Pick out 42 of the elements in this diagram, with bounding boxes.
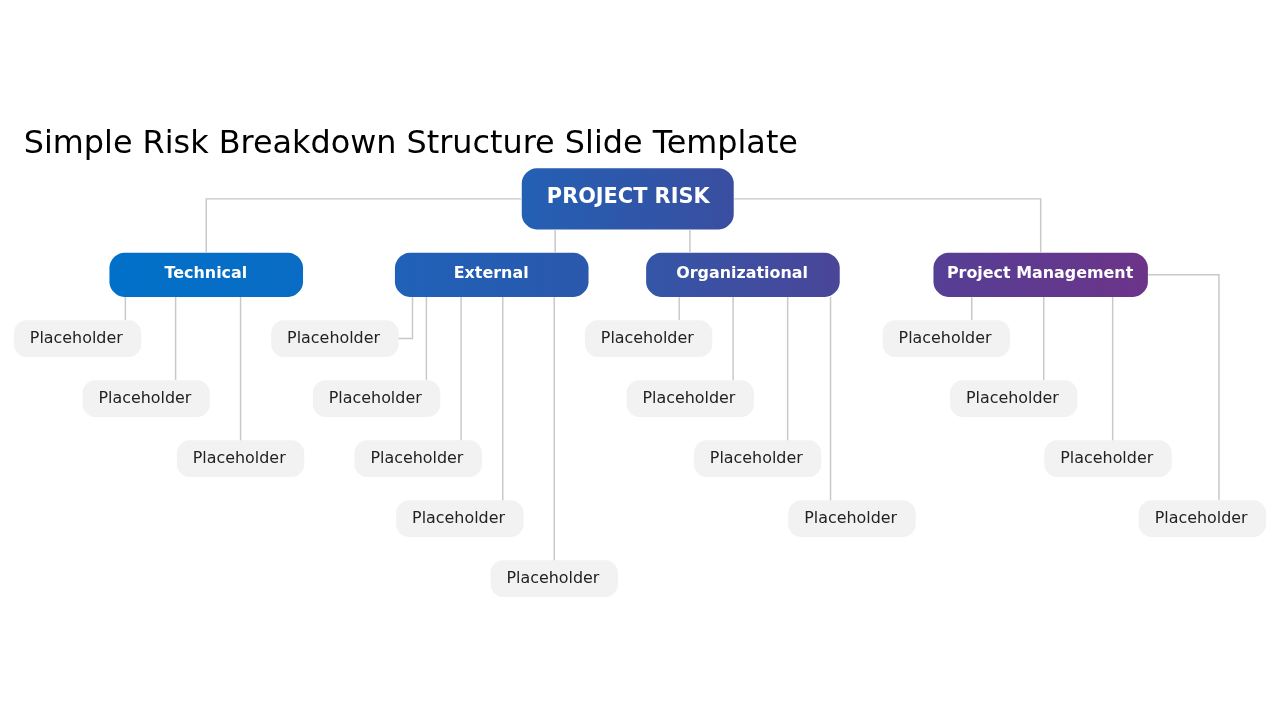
- connector: [733, 198, 1042, 254]
- node-box: Placeholder: [584, 320, 713, 357]
- connector: [239, 296, 242, 441]
- connector: [425, 296, 428, 381]
- node-box: External: [394, 252, 589, 297]
- node-box: Placeholder: [693, 440, 822, 477]
- node-box: Placeholder: [13, 320, 142, 357]
- connector: [502, 296, 504, 501]
- node-box: Placeholder: [312, 380, 441, 417]
- node-box: Placeholder: [271, 320, 399, 357]
- node-box: Organizational: [646, 252, 840, 297]
- connector: [397, 296, 414, 340]
- connector: [174, 296, 177, 381]
- connector: [460, 296, 462, 441]
- node-box: Placeholder: [950, 380, 1078, 417]
- connector: [553, 296, 555, 562]
- connector: [1147, 274, 1220, 501]
- connector: [829, 296, 832, 501]
- diagram-title: Simple Risk Breakdown Structure Slide Template: [23, 123, 798, 162]
- connector: [554, 229, 556, 254]
- node-box: PROJECT RISK: [521, 168, 734, 230]
- node-box: Placeholder: [490, 560, 618, 598]
- node-box: Technical: [109, 252, 304, 297]
- node-box: Placeholder: [396, 500, 524, 538]
- node-box: Placeholder: [788, 500, 916, 538]
- connector: [678, 296, 680, 321]
- node-box: Placeholder: [82, 380, 210, 417]
- connector: [971, 296, 973, 321]
- connector: [732, 296, 734, 381]
- node-box: Placeholder: [1044, 440, 1172, 477]
- connector: [786, 296, 789, 441]
- node-box: Placeholder: [176, 440, 305, 477]
- node-box: Placeholder: [626, 380, 754, 417]
- node-box: Placeholder: [882, 320, 1011, 357]
- connector: [205, 198, 523, 254]
- connector: [1043, 296, 1045, 381]
- connector: [124, 296, 127, 321]
- node-box: Project Management: [933, 252, 1148, 297]
- node-box: Placeholder: [354, 440, 482, 477]
- connector: [689, 229, 691, 254]
- node-box: Placeholder: [1138, 500, 1267, 538]
- connector: [1111, 296, 1114, 441]
